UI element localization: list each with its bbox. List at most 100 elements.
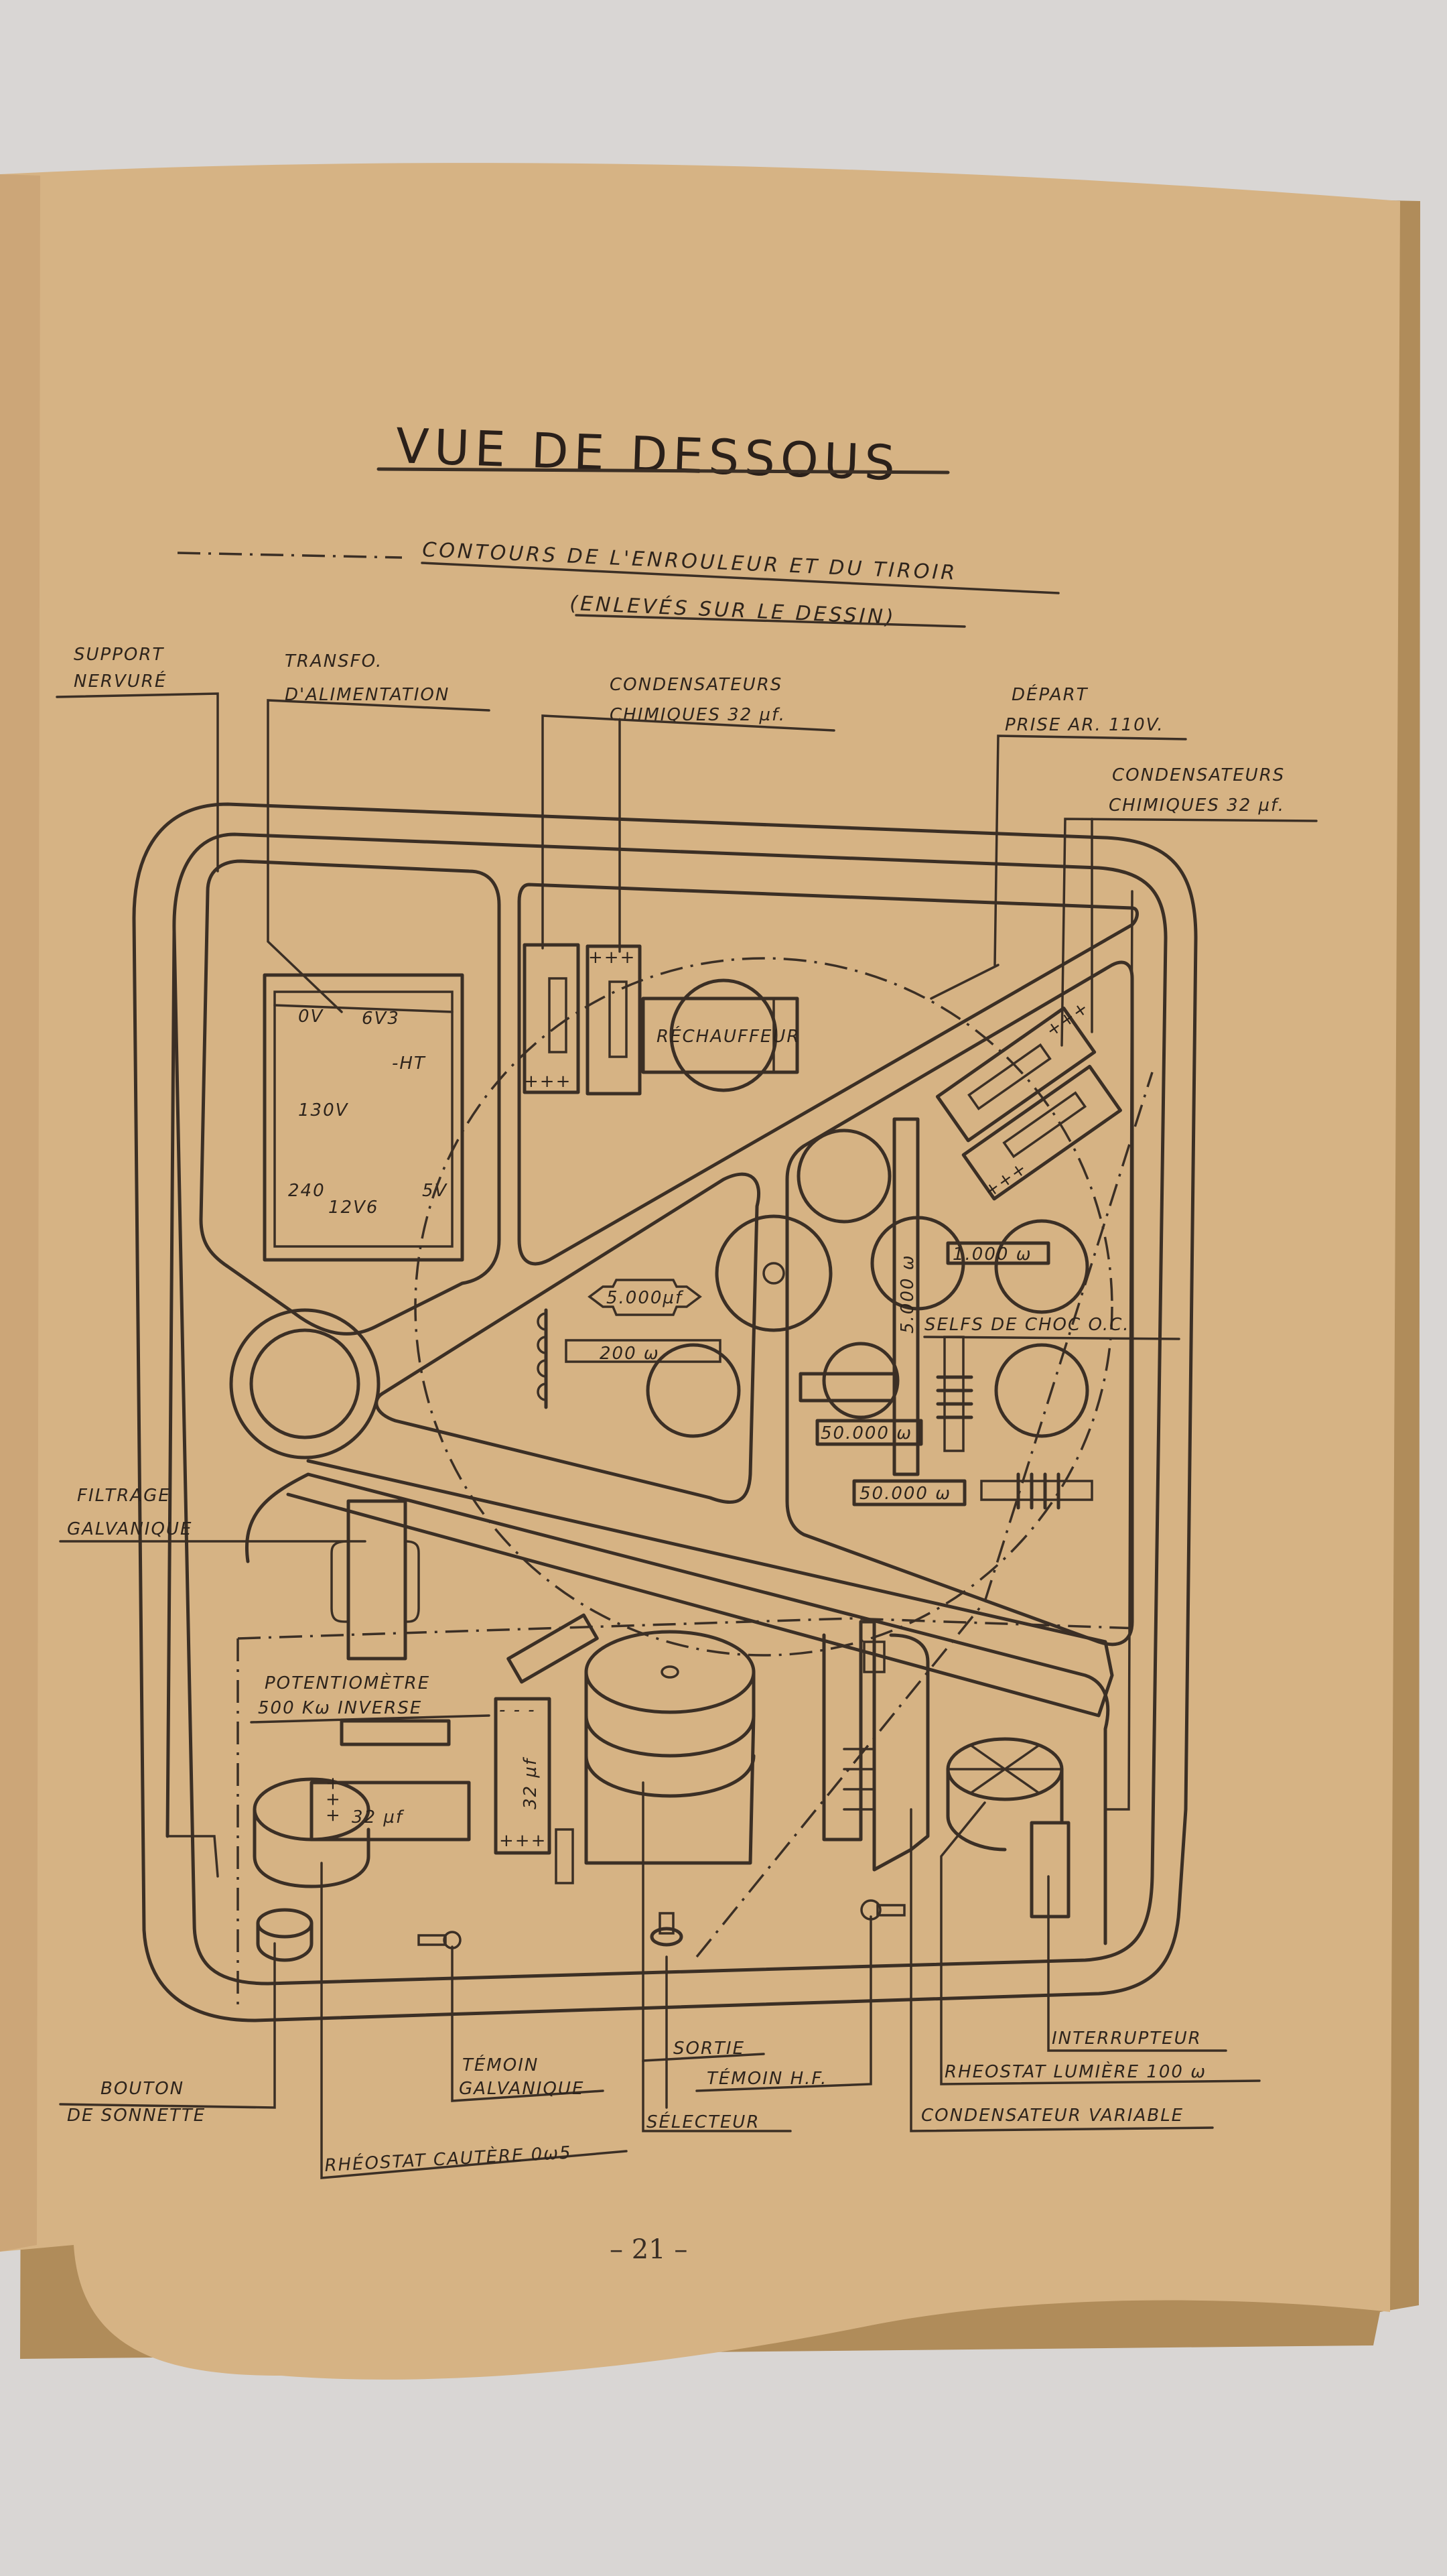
leader-rheostat-cautere: [320, 1862, 628, 2179]
svg-text:DÉPART: DÉPART: [1012, 684, 1089, 705]
leader-temoin-galv: [451, 1945, 604, 2102]
hf-coil-stack: [822, 1620, 930, 1872]
legend-dashdot-sample: [177, 552, 403, 559]
chemical-capacitor-horizontal: 32 µf +++: [309, 1775, 471, 1842]
upper-center-bay: [517, 883, 1139, 1266]
power-transformer: 0V 6V3 -HT 130V 240 12V6 5V: [263, 973, 464, 1262]
svg-text:1.000 ω: 1.000 ω: [953, 1244, 1032, 1265]
callout-condensateurs-right: CONDENSATEURS CHIMIQUES 32 µf.: [1060, 765, 1318, 1047]
label-temoin-galv-2: GALVANIQUE: [459, 2079, 584, 2099]
svg-text:CHIMIQUES 32 µf.: CHIMIQUES 32 µf.: [610, 705, 786, 725]
svg-text:+++: +++: [524, 1072, 571, 1092]
svg-text:50.000 ω: 50.000 ω: [821, 1423, 912, 1443]
resistor-1000-ohm: 1.000 ω: [946, 1241, 1050, 1265]
chemical-capacitor-2: +++: [585, 944, 642, 1096]
lower-bay: [245, 1472, 1110, 1945]
rail-left-foot: [166, 1835, 219, 1878]
label-temoin-galv-1: TÉMOIN: [462, 2054, 539, 2075]
resistor-50000-ohm-a: 50.000 ω: [799, 1372, 923, 1446]
svg-text:240: 240: [288, 1181, 326, 1201]
variable-capacitor: [946, 1737, 1064, 1852]
tube-socket-4: [994, 1343, 1089, 1438]
svg-text:FILTRAGE: FILTRAGE: [77, 1486, 171, 1506]
resistor-200-ohm: 200 ω: [565, 1339, 721, 1364]
label-interrupteur: INTERRUPTEUR: [1052, 2028, 1202, 2049]
svg-text:+++: +++: [588, 948, 636, 968]
tube-socket-1: [797, 1129, 892, 1224]
callout-depart-prise: DÉPART PRISE AR. 110V.: [993, 684, 1187, 966]
heater-rechauffeur: RÉCHAUFFEUR: [641, 978, 800, 1092]
label-temoin-hf: TÉMOIN H.F.: [707, 2067, 827, 2089]
svg-text:130V: 130V: [298, 1100, 349, 1120]
paper-page: [0, 163, 1400, 2380]
doorbell-button: [256, 1908, 314, 1962]
tube-socket-6: [646, 1343, 741, 1438]
rear-socket-lead: [930, 964, 1000, 1000]
tiroir-contour-top: [237, 1617, 1140, 1640]
chassis-outer-outline: [132, 802, 1198, 2022]
paper-gutter-shadow: [0, 174, 40, 2252]
selector-switch: [584, 1630, 756, 1865]
svg-text:-HT: -HT: [392, 1053, 426, 1074]
svg-text:GALVANIQUE: GALVANIQUE: [67, 1519, 192, 1539]
lower-diagonal-rib: [286, 1459, 1114, 1718]
svg-text:CONDENSATEURS: CONDENSATEURS: [610, 675, 782, 695]
title-underline: [376, 467, 950, 474]
enrouleur-contour: [414, 957, 1113, 1657]
callout-potentiometre: POTENTIOMÈTRE 500 Kω INVERSE: [250, 1672, 490, 1724]
tube-socket-5: [822, 1342, 900, 1419]
leader-interrupteur: [1047, 1875, 1227, 2052]
rail-left: [165, 929, 176, 1838]
potentiometer-body: [340, 1719, 451, 1746]
svg-text:500 Kω INVERSE: 500 Kω INVERSE: [258, 1698, 422, 1718]
selfs-underline: [923, 1336, 1180, 1340]
svg-text:RÉCHAUFFEUR: RÉCHAUFFEUR: [657, 1025, 800, 1047]
svg-text:SUPPORT: SUPPORT: [74, 645, 164, 665]
sortie-terminal: [650, 1912, 683, 1947]
round-mount-left: [229, 1308, 381, 1460]
resistor-5000-ohm: 5.000 ω: [892, 1117, 920, 1476]
svg-text:NERVURÉ: NERVURÉ: [74, 670, 167, 692]
chemical-capacitor-vertical: 32 µf +++ - - -: [494, 1697, 551, 1855]
svg-text:POTENTIOMÈTRE: POTENTIOMÈTRE: [265, 1672, 430, 1693]
svg-text:+++: +++: [323, 1775, 343, 1823]
small-resistor: [506, 1613, 599, 1684]
transformer-bay: [199, 859, 501, 1336]
legend-underline-2: [575, 614, 966, 628]
label-bouton-1: BOUTON: [100, 2079, 184, 2099]
chassis-inner-outline: [172, 832, 1168, 1986]
label-sortie: SORTIE: [673, 2039, 745, 2059]
svg-text:+++: +++: [499, 1831, 547, 1851]
resistor-50000-ohm-b: 50.000 ω: [852, 1479, 967, 1506]
svg-text:32 µf: 32 µf: [352, 1807, 405, 1827]
galvanic-filter: [330, 1499, 420, 1661]
svg-text:32 µf: 32 µf: [521, 1756, 541, 1809]
callout-support-nervure: SUPPORT NERVURÉ: [56, 645, 219, 873]
svg-text:200 ω: 200 ω: [600, 1344, 660, 1364]
leader-selecteur: [642, 2059, 792, 2132]
svg-text:0V: 0V: [298, 1007, 324, 1027]
tube-socket-3: [994, 1219, 1089, 1314]
label-selecteur: SÉLECTEUR: [646, 2111, 760, 2132]
label-selfs-de-choc: SELFS DE CHOC O.C.: [924, 1315, 1130, 1335]
label-rheostat-lumiere: RHEOSTAT LUMIÈRE 100 ω: [945, 2061, 1207, 2082]
svg-text:5.000µf: 5.000µf: [606, 1288, 684, 1308]
svg-text:5.000 ω: 5.000 ω: [898, 1254, 918, 1334]
central-triangle-bay: [374, 1172, 761, 1504]
choke-coil-vertical: [936, 1336, 973, 1452]
svg-text:12V6: 12V6: [328, 1198, 378, 1218]
leader-bouton: [59, 1942, 276, 2109]
capacitor-5000uf: 5.000µf: [588, 1279, 702, 1316]
choke-coil-horizontal: [980, 1472, 1093, 1510]
svg-text:50.000 ω: 50.000 ω: [859, 1484, 951, 1504]
svg-text:6V3: 6V3: [362, 1009, 400, 1029]
svg-text:CONDENSATEURS: CONDENSATEURS: [1112, 765, 1285, 785]
leader-condensateur-variable: [910, 1808, 1214, 2132]
leader-rheostat-lumiere: [940, 1801, 1261, 2085]
central-hub: [715, 1214, 833, 1332]
svg-text:PRISE AR. 110V.: PRISE AR. 110V.: [1005, 715, 1164, 735]
label-condensateur-variable: CONDENSATEUR VARIABLE: [921, 2106, 1184, 2126]
svg-text:CHIMIQUES 32 µf.: CHIMIQUES 32 µf.: [1109, 795, 1285, 816]
